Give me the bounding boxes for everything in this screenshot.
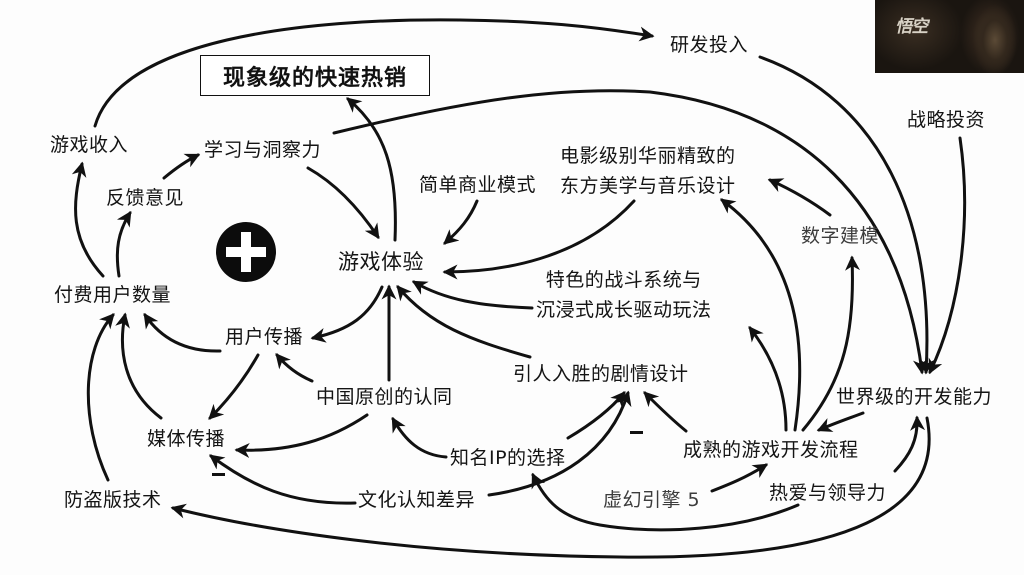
- link-business-to-experience: [443, 199, 479, 245]
- node-famous-ip: 知名IP的选择: [450, 447, 566, 469]
- node-chinese-original-identity: 中国原创的认同: [316, 386, 453, 408]
- link-media-to-paying: [115, 312, 163, 420]
- node-passion-leadership: 热爱与领导力: [769, 482, 887, 504]
- node-paying-users: 付费用户数量: [54, 284, 172, 306]
- node-combat-system-line2: 沉浸式成长驱动玩法: [536, 299, 712, 321]
- link-passion-to-ip: [531, 472, 800, 532]
- link-ip-to-identity: [391, 416, 448, 459]
- link-revenue-to-rd: [93, 18, 655, 128]
- link-process-to-modeling: [801, 255, 861, 432]
- node-game-revenue: 游戏收入: [50, 134, 129, 156]
- node-media-coverage: 媒体传播: [147, 428, 226, 450]
- game-key-art-thumbnail: 悟空: [875, 0, 1024, 73]
- link-wom-to-paying: [143, 312, 222, 353]
- node-anti-piracy: 防盗版技术: [64, 489, 162, 511]
- thumbnail-caption: 悟空: [894, 17, 931, 37]
- link-experience-to-wom: [310, 285, 384, 343]
- node-cultural-gap: 文化认知差异: [358, 489, 476, 511]
- link-modeling-to-aesthetics: [767, 178, 832, 217]
- link-strategic-to-worlddev: [928, 136, 967, 375]
- node-mature-dev-process: 成熟的游戏开发流程: [683, 439, 859, 461]
- link-feedback-to-learning: [162, 153, 201, 180]
- link-worlddev-to-antipiracy: [170, 416, 931, 559]
- link-aesthetics-to-experience: [442, 199, 636, 280]
- link-culture-to-media: [208, 454, 357, 505]
- link-culture-to-story: [487, 390, 632, 497]
- link-process-to-aesthetics: [719, 198, 802, 432]
- negative-link-marker: [630, 431, 643, 434]
- link-paying-users-to-feedback: [115, 210, 132, 278]
- node-cinematic-aesthetics-line2: 东方美学与音乐设计: [560, 175, 736, 197]
- link-worlddev-to-process: [816, 411, 865, 432]
- link-antipiracy-to-paying: [86, 313, 115, 482]
- link-paying-users-to-game-revenue: [71, 161, 105, 278]
- node-user-word-of-mouth: 用户传播: [225, 326, 304, 348]
- link-learning-to-experience: [306, 166, 380, 240]
- link-rd-to-worlddev: [758, 55, 935, 375]
- link-wom-to-media: [208, 353, 260, 420]
- link-passion-to-worlddev: [893, 415, 926, 473]
- outcome-title-box: 现象级的快速热销: [200, 55, 430, 96]
- node-combat-system: 特色的战斗系统与 沉浸式成长驱动玩法: [536, 265, 712, 325]
- node-engaging-story: 引人入胜的剧情设计: [513, 363, 689, 385]
- link-process-to-combat: [748, 326, 788, 432]
- node-game-experience: 游戏体验: [338, 250, 424, 274]
- link-ip-to-story: [566, 391, 626, 440]
- node-rd-investment: 研发投入: [670, 34, 749, 56]
- node-unreal-engine: 虚幻引擎 5: [603, 489, 701, 511]
- link-ue5-to-process: [710, 463, 769, 493]
- negative-link-marker: [212, 473, 225, 476]
- node-strategic-investment: 战略投资: [907, 109, 986, 131]
- reinforcing-loop-plus-icon: [216, 222, 276, 282]
- node-learning-insight: 学习与洞察力: [204, 139, 322, 161]
- node-cinematic-aesthetics: 电影级别华丽精致的 东方美学与音乐设计: [560, 141, 736, 201]
- link-story-to-experience: [396, 285, 532, 359]
- node-feedback: 反馈意见: [106, 187, 185, 209]
- link-process-to-story: [643, 391, 688, 433]
- node-simple-business-model: 简单商业模式: [419, 174, 537, 196]
- link-experience-to-hit: [346, 97, 397, 242]
- node-cinematic-aesthetics-line1: 电影级别华丽精致的: [560, 145, 736, 167]
- link-combat-to-experience: [411, 280, 534, 310]
- link-identity-to-wom: [275, 353, 314, 383]
- node-world-class-dev: 世界级的开发能力: [836, 386, 993, 408]
- link-identity-to-media: [234, 413, 369, 458]
- node-combat-system-line1: 特色的战斗系统与: [545, 269, 702, 291]
- link-learning-to-worlddev: [332, 89, 928, 375]
- character-figure: [970, 0, 1020, 73]
- node-digital-modeling: 数字建模: [801, 225, 880, 247]
